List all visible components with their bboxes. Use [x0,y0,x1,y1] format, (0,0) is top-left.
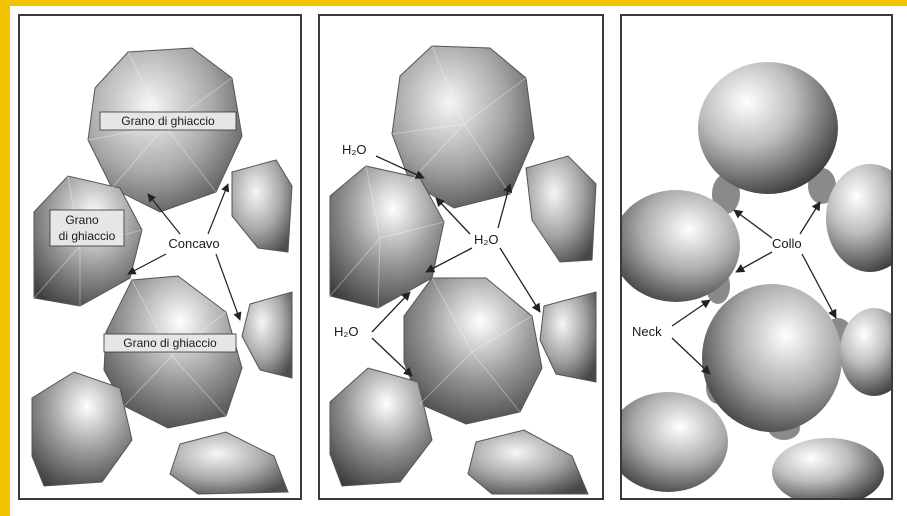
accent-left-bar [0,0,10,516]
label-grain-bottom: Grano di ghiaccio [123,336,217,350]
label-grain-left-line2: di ghiaccio [59,229,116,243]
sintered-grain-right-mid [840,308,891,396]
label-h2o-center: H₂O [474,232,499,247]
ice-grain-right-top [232,160,292,252]
sintered-grain-top [698,62,838,194]
label-grain-left-line1: Grano [65,213,99,227]
arrow-collo-topleft [734,210,772,238]
label-grain-top: Grano di ghiaccio [121,114,215,128]
accent-top-bar [0,0,907,6]
ice-grain-bottom-right [170,432,288,494]
panel1-illustration: Grano di ghiaccio Grano di ghiaccio Gran… [20,16,300,498]
ice-grain-bottom-left [330,368,432,486]
ice-grain-right-mid [540,292,596,382]
panel2-illustration: H₂O H₂O H₂O [320,16,602,498]
arrow-collo-topright [800,202,820,234]
sintered-grain-center [702,284,842,432]
label-h2o-top: H₂O [342,142,367,157]
sintered-grain-right-top [826,164,891,272]
panel-ice-grains-concave: Grano di ghiaccio Grano di ghiaccio Gran… [18,14,302,500]
ice-grain-right-mid [242,292,292,378]
arrow-neck-up [672,300,710,326]
ice-grain-bottom-right [468,430,588,494]
panel-sintered-necks: Collo Neck [620,14,893,500]
panel-water-vapor-transport: H₂O H₂O H₂O [318,14,604,500]
label-neck: Neck [632,324,662,339]
label-collo: Collo [772,236,802,251]
ice-grain-right-top [526,156,596,262]
panel3-illustration: Collo Neck [622,16,891,498]
label-h2o-left: H₂O [334,324,359,339]
sintered-grain-bottom-left [622,392,728,492]
arrow-collo-left [736,252,772,272]
ice-grain-bottom-left [32,372,132,486]
label-concave: Concavo [168,236,219,251]
sintered-grain-bottom-right [772,438,884,498]
